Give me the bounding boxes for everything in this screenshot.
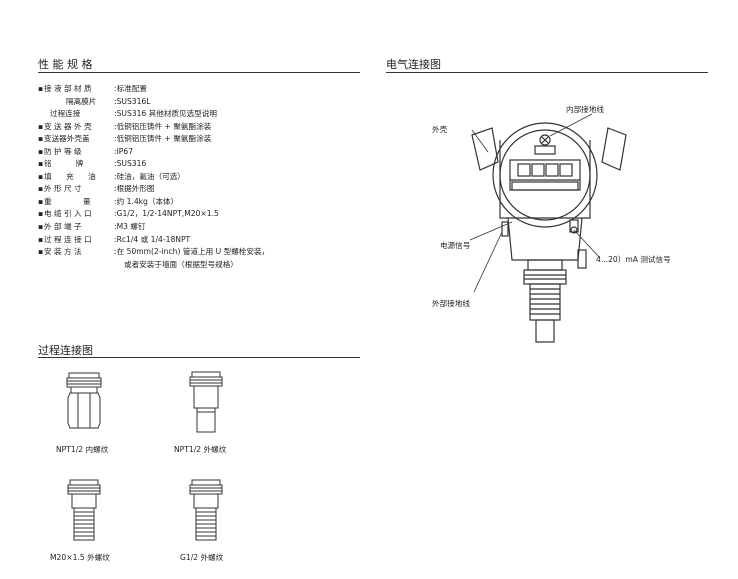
spec-row: ▪重 量:约 1.4kg（本体） xyxy=(38,196,179,206)
spec-row: 隔离膜片:SUS316L xyxy=(66,96,151,106)
spec-row: ▪过 程 连 接 口:Rc1/4 或 1/4-18NPT xyxy=(38,234,191,244)
spec-row: ▪接 液 部 材 质:标准配置 xyxy=(38,84,147,93)
fitting-caption: NPT1/2 内螺纹 xyxy=(56,445,109,454)
power-signal-label: 电源信号 xyxy=(440,241,471,250)
transmitter-wiring-drawing xyxy=(469,113,627,343)
spec-list: ▪接 液 部 材 质:标准配置 隔离膜片:SUS316L 过程连接:SUS316… xyxy=(38,83,269,271)
spec-row: ▪变 送 器 外 壳:低铜铝压铸件 + 聚氨酯涂装 xyxy=(38,121,212,131)
fitting-caption: NPT1/2 外螺纹 xyxy=(174,445,227,454)
spec-row: ▪防 护 等 级:IP67 xyxy=(38,146,134,156)
internal-ground-label: 内部接地线 xyxy=(566,105,604,114)
fitting-npt-male-drawing xyxy=(189,371,223,433)
fitting-m20-male-drawing xyxy=(67,479,101,541)
spec-row: ▪电 缆 引 入 口:G1/2，1/2-14NPT,M20×1.5 xyxy=(38,209,219,219)
fitting-caption: G1/2 外螺纹 xyxy=(180,553,224,562)
electrical-title-rule xyxy=(386,72,708,73)
fitting-caption: M20×1.5 外螺纹 xyxy=(50,553,110,562)
spec-row: ▪填 充 油:硅油，氟油（可选） xyxy=(38,171,185,181)
spec-row: ▪变送器外壳盖:低铜铝压铸件 + 聚氨酯涂装 xyxy=(38,134,212,144)
specs-title: 性 能 规 格 xyxy=(38,58,93,71)
external-ground-label: 外部接地线 xyxy=(432,299,470,308)
spec-row: 或者安装于墙面（根据型号规格） xyxy=(124,259,238,269)
electrical-title: 电气连接图 xyxy=(386,58,441,71)
spec-row: 过程连接:SUS316 其他材质见选型说明 xyxy=(50,109,218,119)
spec-row: ▪安 装 方 法:在 50mm(2-inch) 管道上用 U 型螺栓安装， xyxy=(38,247,270,257)
spec-row: ▪铭 牌:SUS316 xyxy=(38,159,147,169)
spec-row: ▪外 形 尺 寸:根据外形图 xyxy=(38,184,155,194)
spec-row: ▪外 部 端 子:M3 螺钉 xyxy=(38,222,146,232)
fitting-g12-male-drawing xyxy=(189,479,223,541)
process-title-rule xyxy=(38,357,360,358)
specs-title-rule xyxy=(38,72,360,73)
housing-label: 外壳 xyxy=(432,125,448,134)
test-signal-label: 4...20）mA 测试信号 xyxy=(596,255,671,264)
fitting-npt-female-drawing xyxy=(66,372,102,429)
process-title: 过程连接图 xyxy=(38,344,93,357)
